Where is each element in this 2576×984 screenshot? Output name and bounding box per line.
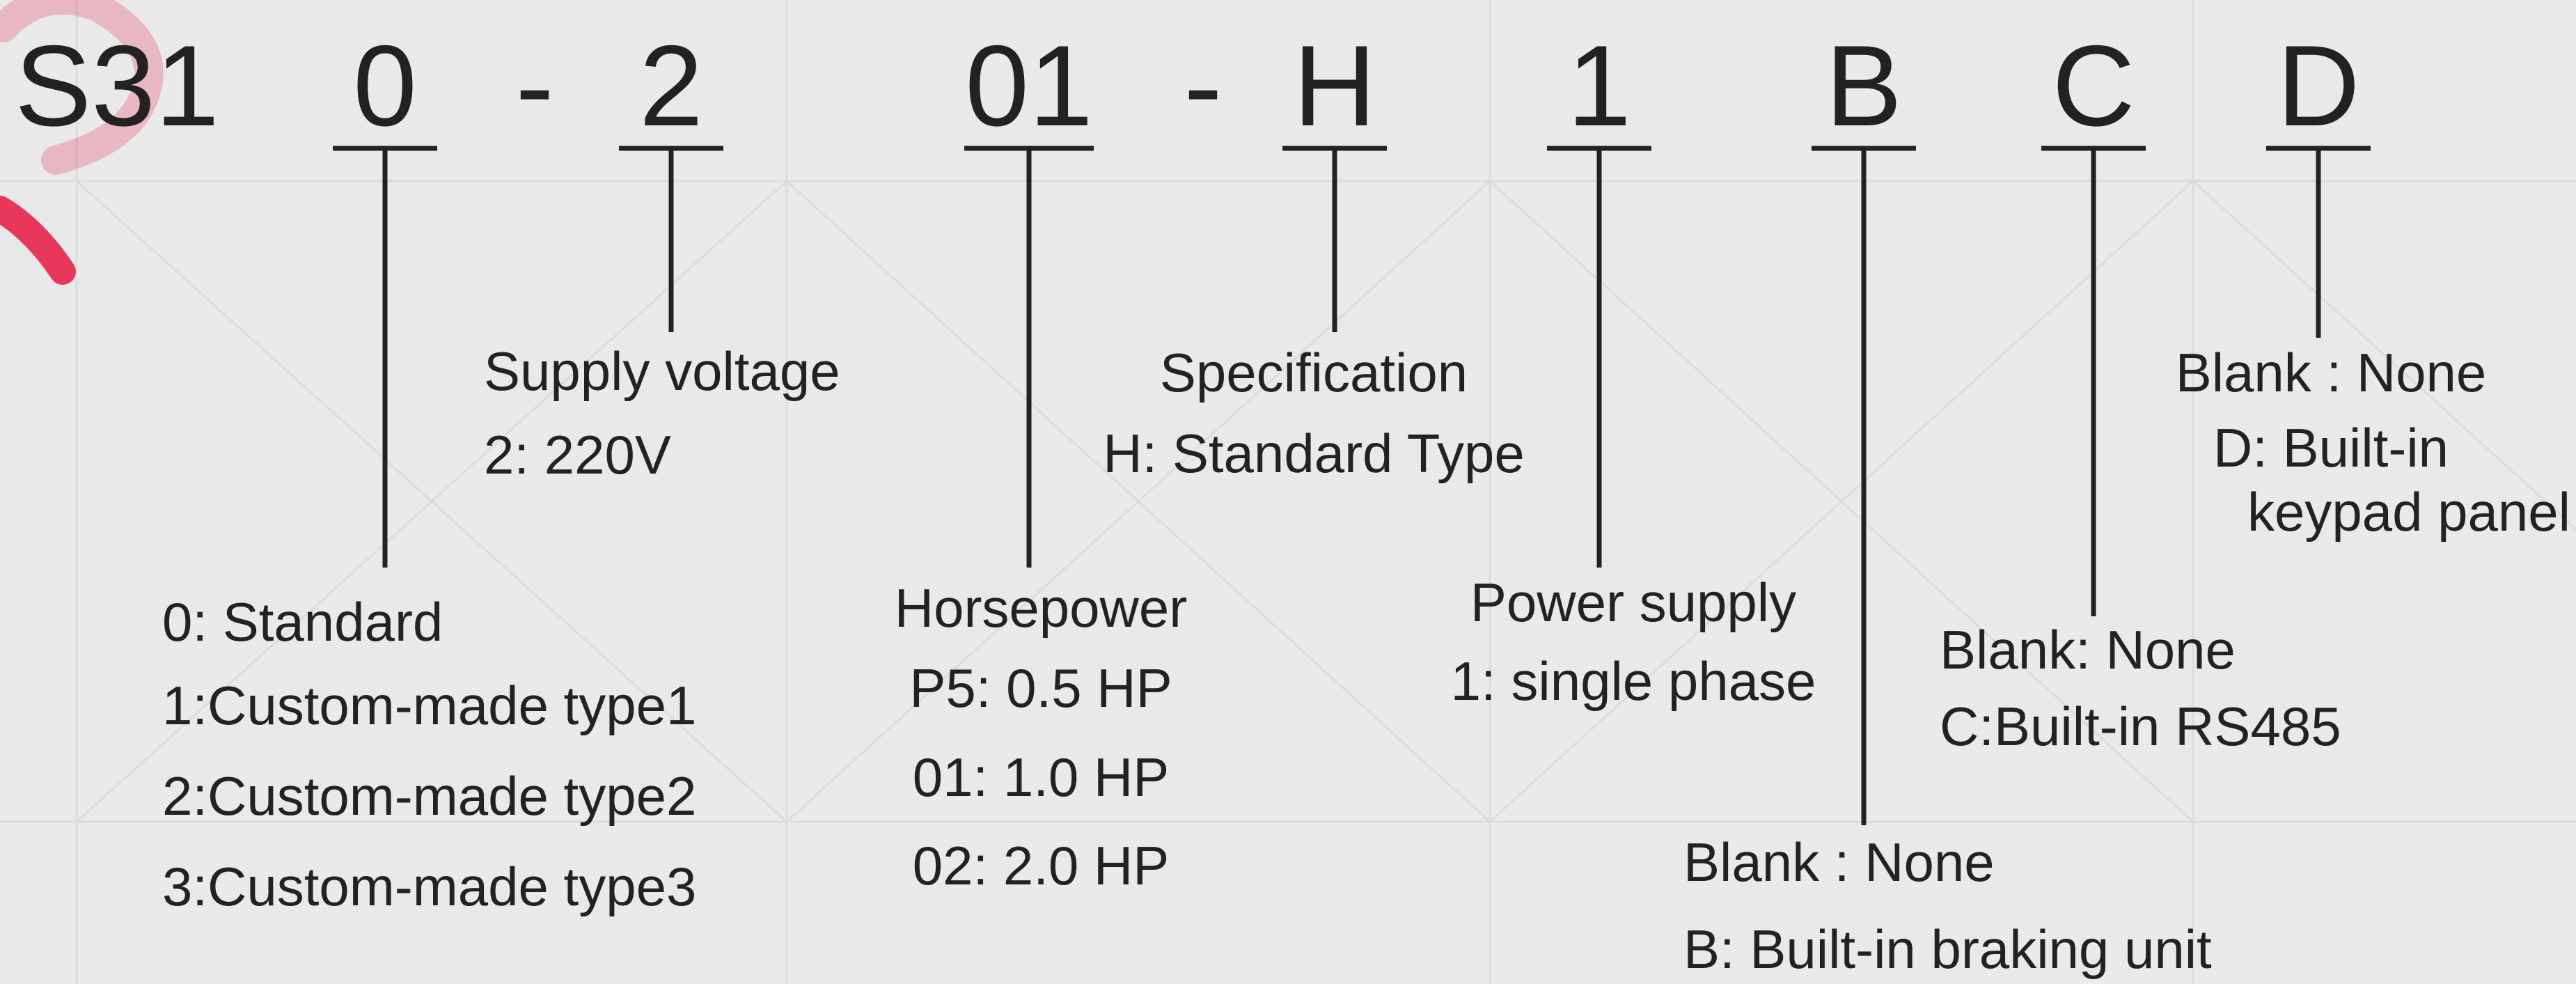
- label-type-line-3: 2:Custom-made type2: [162, 765, 696, 827]
- label-voltage-title: Supply voltage: [484, 341, 840, 402]
- label-horsepower-01: 01: 1.0 HP: [913, 747, 1170, 808]
- label-specification-title: Specification: [1160, 342, 1468, 403]
- connector-lines: [333, 146, 2371, 825]
- label-specification-value: H: Standard Type: [1103, 423, 1525, 484]
- label-type-line-2: 1:Custom-made type1: [162, 675, 696, 736]
- label-type-line-4: 3:Custom-made type3: [162, 856, 696, 917]
- label-horsepower-title: Horsepower: [895, 577, 1188, 639]
- label-keypad-blank: Blank : None: [2176, 342, 2487, 403]
- code-dash-2: -: [1184, 22, 1223, 150]
- label-type-line-1: 0: Standard: [162, 591, 443, 653]
- watermark-arc: [0, 0, 164, 175]
- code-prefix: S31: [15, 22, 219, 150]
- code-segment-type: 0: [353, 22, 417, 150]
- code-dash-1: -: [516, 22, 554, 150]
- label-braking-blank: Blank : None: [1683, 831, 1995, 893]
- code-segment-horsepower: 01: [965, 22, 1093, 150]
- code-segment-specification: H: [1293, 22, 1376, 150]
- code-segment-rs485: C: [2052, 22, 2135, 150]
- label-rs485: Blank: None C:Built-in RS485: [1940, 619, 2341, 757]
- label-horsepower: Horsepower P5: 0.5 HP 01: 1.0 HP 02: 2.0…: [895, 577, 1188, 896]
- label-horsepower-p5: P5: 0.5 HP: [909, 657, 1172, 719]
- code-segment-voltage: 2: [639, 22, 703, 150]
- watermark-tail: [0, 196, 76, 285]
- label-braking-value: B: Built-in braking unit: [1683, 919, 2212, 980]
- watermark-logo: [0, 0, 164, 285]
- label-braking: Blank : None B: Built-in braking unit: [1683, 831, 2212, 980]
- code-segment-braking: B: [1825, 22, 1902, 150]
- label-specification: Specification H: Standard Type: [1103, 342, 1525, 484]
- label-power-title: Power supply: [1470, 572, 1796, 633]
- label-type: 0: Standard 1:Custom-made type1 2:Custom…: [162, 591, 696, 917]
- code-segment-keypad: D: [2277, 22, 2359, 150]
- label-keypad-panel: keypad panel: [2247, 481, 2570, 542]
- label-keypad-builtin: D: Built-in: [2213, 417, 2449, 478]
- label-voltage: Supply voltage 2: 220V: [484, 341, 840, 485]
- label-horsepower-02: 02: 2.0 HP: [913, 835, 1170, 896]
- label-voltage-value: 2: 220V: [484, 424, 671, 485]
- label-rs485-value: C:Built-in RS485: [1940, 696, 2341, 757]
- label-keypad: Blank : None D: Built-in keypad panel: [2176, 342, 2570, 542]
- model-code: S31 0 - 2 01 - H 1 B C D: [15, 22, 2359, 150]
- label-rs485-blank: Blank: None: [1940, 619, 2236, 680]
- label-power: Power supply 1: single phase: [1451, 572, 1816, 712]
- code-segment-power: 1: [1567, 22, 1631, 150]
- label-power-value: 1: single phase: [1451, 650, 1816, 712]
